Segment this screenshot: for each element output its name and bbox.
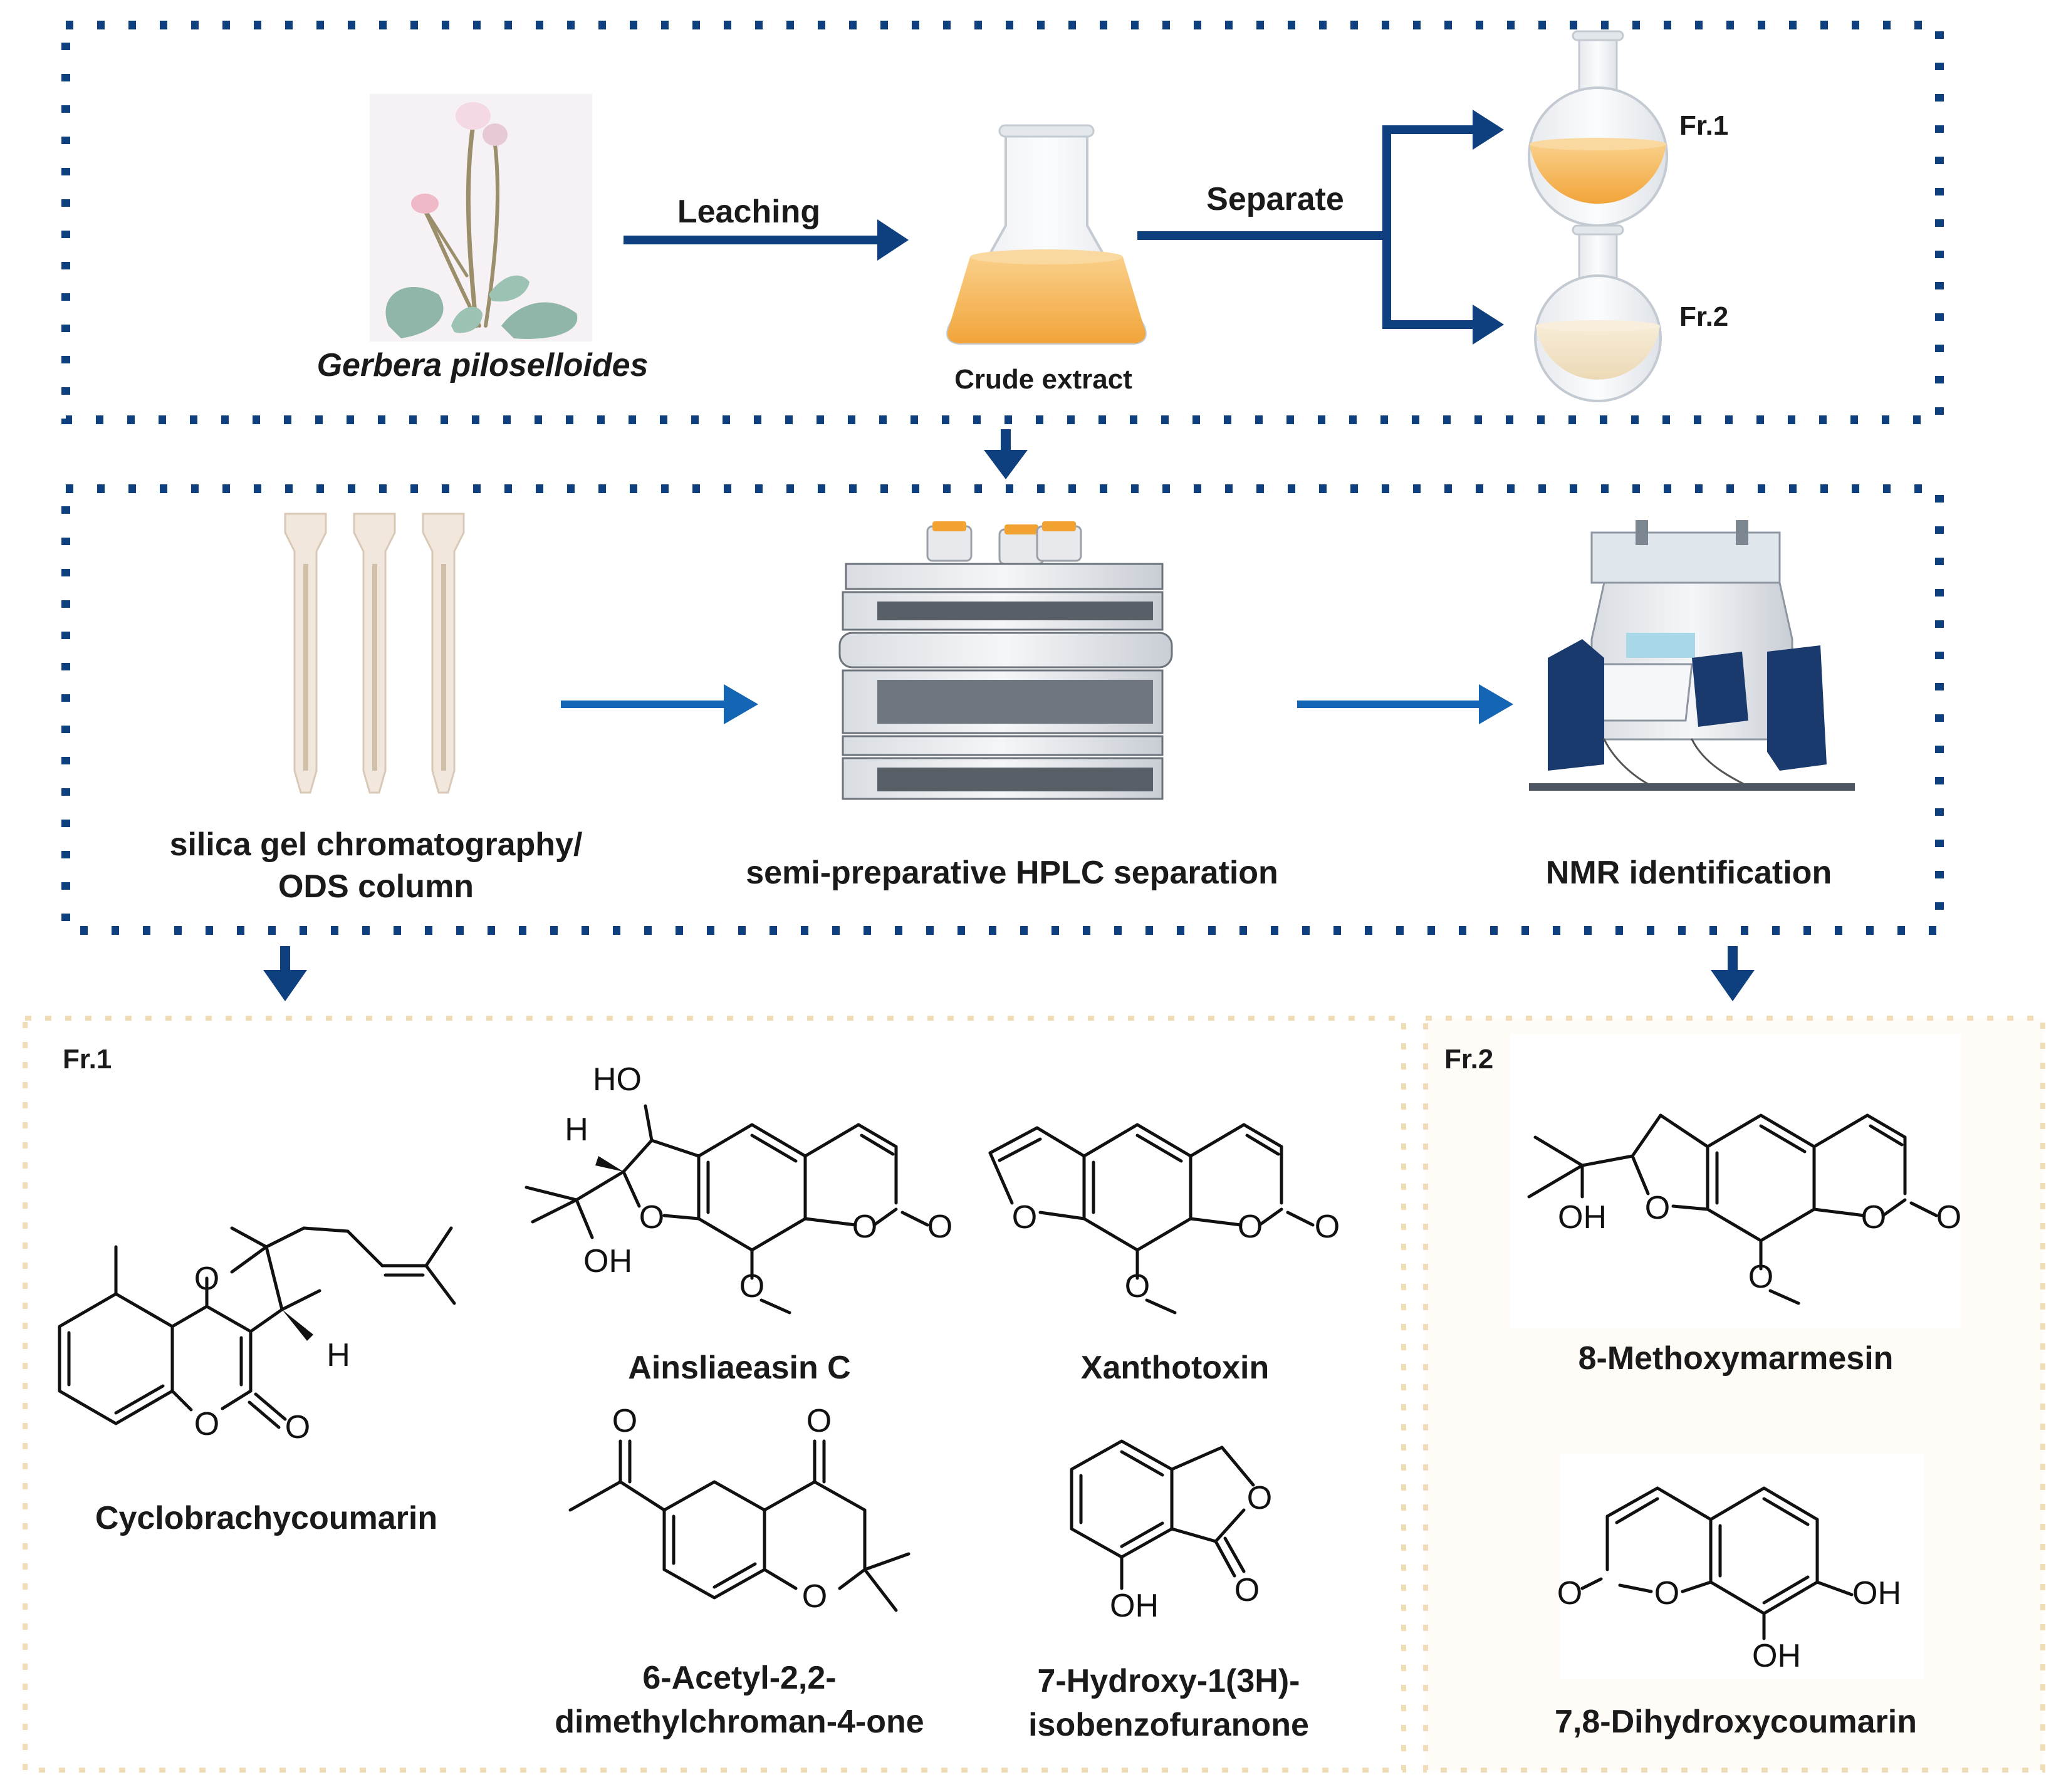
- leaching-label: Leaching: [677, 194, 820, 230]
- structure-xanthotoxin: [988, 1123, 1315, 1315]
- separate-label: Separate: [1206, 181, 1344, 217]
- name-acetyl-line2: dimethylchroman-4-one: [555, 1704, 924, 1740]
- name-cyclobrachycoumarin: Cyclobrachycoumarin: [95, 1500, 437, 1536]
- marm-O-methoxy: O: [1748, 1259, 1773, 1295]
- nmr-label: NMR identification: [1546, 855, 1832, 891]
- marm-O-ring: O: [1861, 1199, 1886, 1236]
- acetyl-O-acyl: O: [612, 1403, 637, 1439]
- structure-ainsliaeasin-c: [524, 1104, 929, 1315]
- ains-O-methoxy: O: [739, 1268, 764, 1305]
- xan-O-methoxy: O: [1125, 1268, 1150, 1305]
- name-acetyl-line1: 6-Acetyl-2,2-: [642, 1660, 836, 1696]
- acetyl-O-ketone: O: [806, 1403, 832, 1439]
- cyclo-O-furan: O: [194, 1261, 219, 1297]
- down-arrow-fr2: [1711, 946, 1755, 1001]
- xan-O-carbonyl: O: [1315, 1209, 1340, 1245]
- cyclo-O-ring: O: [194, 1406, 219, 1442]
- ains-O-carbonyl: O: [927, 1209, 952, 1245]
- leaching-arrow: [624, 219, 909, 261]
- ains-HO: HO: [593, 1061, 642, 1098]
- name-dihydroxycoumarin: 7,8-Dihydroxycoumarin: [1555, 1704, 1917, 1740]
- cyclo-O-carbonyl: O: [285, 1409, 310, 1446]
- acetyl-O-ring: O: [802, 1578, 827, 1615]
- name-iso-line2: isobenzofuranone: [1028, 1707, 1309, 1743]
- erlenmeyer-flask-icon: [946, 124, 1147, 345]
- xan-O-furan: O: [1012, 1199, 1037, 1236]
- marmesin-backdrop: [1510, 1034, 1961, 1328]
- structure-hydroxy-isobenzofuranone: [1070, 1439, 1255, 1590]
- name-xanthotoxin: Xanthotoxin: [1081, 1350, 1269, 1386]
- marm-OH: OH: [1558, 1199, 1607, 1236]
- structure-cyclobrachycoumarin: [58, 1226, 456, 1429]
- dihy-OH-7: OH: [1852, 1575, 1901, 1612]
- dihydroxy-backdrop: [1560, 1454, 1924, 1679]
- ains-H: H: [565, 1112, 588, 1148]
- iso-OH: OH: [1110, 1588, 1159, 1624]
- marm-O-carbonyl: O: [1936, 1199, 1961, 1236]
- down-arrow-1: [984, 429, 1028, 479]
- crude-extract-label: Crude extract: [954, 364, 1132, 395]
- chromatography-columns-icon: [284, 513, 465, 794]
- arrow-to-nmr: [1297, 684, 1513, 724]
- iso-O-ring: O: [1247, 1480, 1272, 1516]
- ains-O-ring: O: [852, 1209, 877, 1245]
- round-flask-fr2-icon: [1534, 224, 1662, 402]
- marm-O-furan: O: [1645, 1190, 1670, 1226]
- structure-acetyl-dimethylchromanone: [568, 1439, 911, 1612]
- xan-O-ring: O: [1238, 1209, 1263, 1245]
- name-8-methoxymarmesin: 8-Methoxymarmesin: [1579, 1340, 1894, 1377]
- dihy-O-ring: O: [1654, 1575, 1679, 1612]
- arrow-to-hplc: [561, 684, 758, 724]
- nmr-instrument-icon: [1529, 520, 1855, 791]
- dihy-OH-8: OH: [1752, 1638, 1801, 1674]
- panel-fr1-border: [23, 1016, 1406, 1773]
- gerbera-plant-illustration: [370, 94, 592, 341]
- column-label-line2: ODS column: [278, 868, 474, 905]
- ains-O-furan: O: [639, 1199, 664, 1236]
- dihy-O-carbonyl: O: [1557, 1575, 1582, 1612]
- hplc-instrument-icon: [838, 521, 1173, 800]
- panel-fr2-title: Fr.2: [1444, 1044, 1493, 1075]
- iso-O-carbonyl: O: [1234, 1572, 1260, 1608]
- section1-border: [61, 21, 1944, 424]
- name-ainsliaeasin-c: Ainsliaeasin C: [628, 1350, 850, 1386]
- hplc-label: semi-preparative HPLC separation: [746, 855, 1278, 891]
- plant-label: Gerbera piloselloides: [317, 347, 649, 383]
- fr1-flask-label: Fr.1: [1679, 110, 1728, 141]
- name-iso-line1: 7-Hydroxy-1(3H)-: [1038, 1663, 1300, 1699]
- ains-OH: OH: [583, 1243, 632, 1279]
- down-arrow-fr1: [263, 946, 307, 1001]
- panel-fr1-title: Fr.1: [63, 1044, 112, 1075]
- structure-dihydroxycoumarin: [1580, 1486, 1854, 1640]
- fr2-flask-label: Fr.2: [1679, 301, 1728, 332]
- round-flask-fr1-icon: [1528, 30, 1668, 227]
- column-label-line1: silica gel chromatography/: [170, 826, 583, 863]
- structure-8-methoxymarmesin: [1527, 1113, 1938, 1305]
- separate-arrow: [1137, 110, 1504, 345]
- cyclo-H: H: [326, 1337, 350, 1373]
